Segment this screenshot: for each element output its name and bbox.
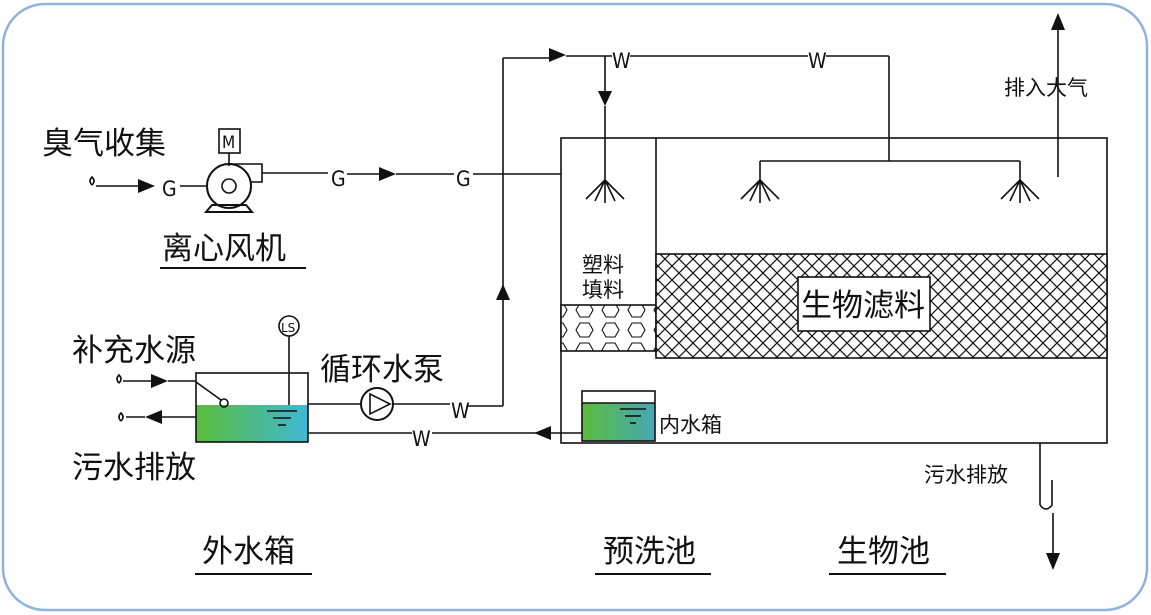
- plastic-packing: [560, 304, 657, 352]
- gas-flow-arrow: [379, 167, 396, 181]
- motor-symbol: M: [222, 133, 235, 153]
- bio-filter-label: 生物滤料: [801, 288, 925, 324]
- prewash-tank-label: 预洗池: [603, 534, 696, 570]
- sewage-left-arrow: [145, 410, 162, 424]
- spray-nozzle-1: [585, 56, 625, 203]
- centrifugal-fan-label: 离心风机: [162, 231, 286, 267]
- sewage-right-arrow: [1046, 553, 1060, 570]
- inner-tank-label: 内水箱: [659, 413, 722, 437]
- water-symbol-pump: W: [451, 399, 470, 423]
- makeup-water-arrow: [151, 374, 168, 388]
- exhaust-arrow: [1051, 13, 1065, 30]
- odor-collection-label: 臭气收集: [42, 126, 166, 162]
- circulation-pump-icon: [360, 387, 394, 421]
- water-symbol-top-2: W: [808, 49, 827, 73]
- level-switch-symbol: LS: [281, 321, 295, 335]
- plastic-packing-label-1: 塑料: [582, 253, 624, 277]
- level-switch-icon: [278, 315, 300, 337]
- gas-symbol-1: G: [162, 177, 177, 201]
- external-water-tank: LS: [195, 315, 309, 443]
- water-symbol-return: W: [412, 427, 431, 451]
- bio-filter-label-box: [797, 276, 931, 332]
- water-symbol-top-1: W: [612, 49, 631, 73]
- water-top-arrow: [549, 48, 566, 62]
- odor-inlet: G: [89, 175, 206, 201]
- external-tank-label: 外水箱: [202, 534, 295, 570]
- sewage-discharge-left-label: 污水排放: [72, 450, 196, 486]
- centrifugal-fan-icon: M: [203, 128, 328, 213]
- treatment-tank: 生物滤料 塑料 填料 内水箱: [560, 137, 1108, 444]
- gas-symbol-3: G: [456, 167, 471, 191]
- return-water-arrow: [534, 426, 551, 440]
- gas-inlet-arrow: [138, 179, 155, 193]
- circulation-pump-label: 循环水泵: [320, 352, 444, 388]
- exhaust-label: 排入大气: [1004, 76, 1088, 100]
- plastic-packing-label-2: 填料: [582, 278, 624, 302]
- spray-nozzle-2: [740, 161, 780, 203]
- riser-arrow: [496, 284, 510, 300]
- gas-symbol-2: G: [331, 167, 346, 191]
- sewage-discharge-right-label: 污水排放: [924, 463, 1008, 487]
- makeup-water-label: 补充水源: [72, 333, 196, 369]
- spray-nozzle-3: [1000, 161, 1040, 203]
- bio-tank-label: 生物池: [837, 534, 930, 570]
